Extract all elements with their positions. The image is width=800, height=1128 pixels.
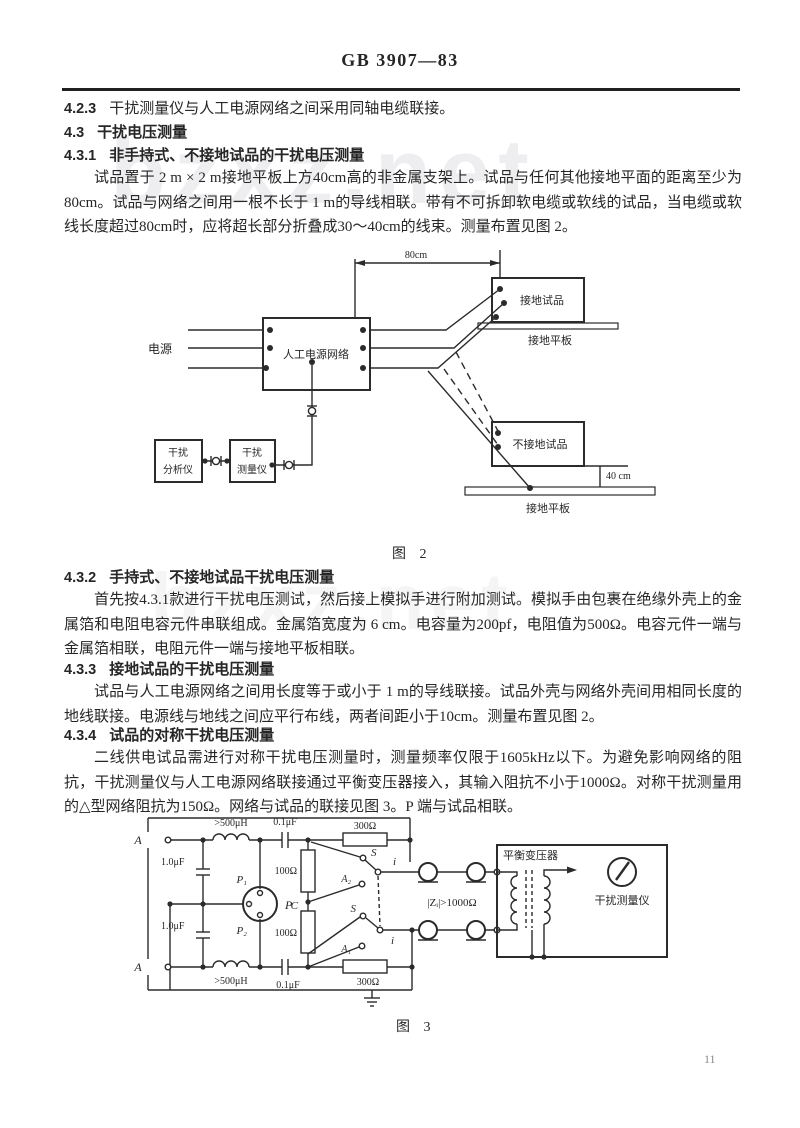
meter-label-line2: 测量仪 — [237, 463, 267, 476]
contact-A1-label: A₁ — [340, 944, 351, 955]
header-rule — [62, 88, 740, 91]
clause-4-3-1-heading: 4.3.1 非手持式、不接地试品的干扰电压测量 — [64, 144, 742, 169]
wires-to-grounded-item — [370, 286, 507, 369]
resistor-300-top-label: 300Ω — [354, 821, 376, 832]
power-source-lines: 电源 — [148, 329, 263, 369]
meter-instrument-label: 干扰测量仪 — [595, 893, 650, 907]
clause-4-3-1-body: 试品置于 2 m × 2 m接地平板上方40cm高的非金属支架上。试品与任何其他… — [64, 170, 742, 235]
clause-4-3-2-body: 首先按4.3.1款进行干扰电压测试，然后接上模拟手进行附加测试。模拟手由包裹在绝… — [64, 592, 742, 657]
plug-P: P₁ P₂ P — [235, 840, 293, 967]
meter-label-line1: 干扰 — [242, 446, 262, 459]
standard-number: GB 3907—83 — [341, 50, 459, 70]
wires-to-ungrounded-item — [427, 351, 533, 491]
clause-4-3-3-body: 试品与人工电源网络之间用长度等于或小于 1 m的导线联接。试品外壳与网络外壳间用… — [64, 684, 742, 725]
clause-text: 干扰测量仪与人工电源网络之间采用同轴电缆联接。 — [109, 101, 455, 117]
pin-P1-label: P₁ — [235, 874, 247, 886]
current-i-top-label: i — [393, 856, 396, 868]
coax-link-analyzer-meter — [202, 456, 230, 466]
clause-4-3-heading: 4.3 干扰电压测量 — [64, 121, 742, 146]
transformer-label: 平衡变压器 — [503, 848, 558, 862]
resistor-300-bottom-label: 300Ω — [357, 977, 379, 988]
inductor-top-label: >500μH — [214, 818, 247, 829]
figure-2-caption: 图 2 — [392, 547, 432, 562]
figure-3-diagram: A >500μH 0.1μF 300Ω 1.0μF — [133, 817, 668, 1007]
clause-4-2-3: 4.2.3 干扰测量仪与人工电源网络之间采用同轴电缆联接。 — [64, 97, 742, 122]
dimension-40cm: 40 cm — [584, 465, 631, 487]
figure-3-caption: 图 3 — [396, 1020, 436, 1035]
figure-2-diagram: 80cm 电源 人工电源网络 — [148, 250, 656, 515]
dimension-80cm-label: 80cm — [405, 250, 427, 261]
capacitor-10-top-label: 1.0μF — [161, 857, 185, 868]
network-frame — [147, 817, 412, 1007]
capacitor-01-bottom-label: 0.1μF — [276, 980, 300, 991]
center-divider: 100Ω C 100Ω — [275, 840, 316, 967]
coax-connector-icon — [210, 456, 222, 466]
top-line-branch: A >500μH 0.1μF 300Ω — [133, 817, 413, 848]
node-C-label: C — [291, 900, 299, 912]
analyzer-label-line2: 分析仪 — [163, 463, 193, 476]
dimension-40cm-label: 40 cm — [606, 471, 631, 482]
selector-switches: S A₂ S A₁ — [307, 841, 384, 968]
clause-number: 4.2.3 — [64, 101, 97, 117]
coax-connector-icon — [283, 460, 295, 470]
bottom-line-branch: A >500μH 0.1μF 300Ω — [133, 927, 415, 991]
shunt-capacitors: 1.0μF 1.0μF — [161, 840, 243, 990]
resistor-100-top-label: 100Ω — [275, 866, 297, 877]
mains-network-box: 人工电源网络 — [262, 317, 371, 391]
pin-P2-label: P₂ — [235, 925, 247, 937]
mains-network-label: 人工电源网络 — [283, 347, 349, 361]
clause-title: 干扰电压测量 — [97, 124, 188, 141]
transformer-meter-box: 平衡变压器 干扰测量仪 — [496, 844, 668, 960]
output-leads: i i |Zᵢ|>1000Ω — [381, 856, 501, 947]
clause-4-3-3-heading: 4.3.3 接地试品的干扰电压测量 — [64, 658, 742, 683]
contact-A2-label: A₂ — [340, 874, 351, 885]
switch-S-top-label: S — [371, 847, 377, 859]
clause-4-3-2-heading: 4.3.2 手持式、不接地试品干扰电压测量 — [64, 566, 742, 591]
analyzer-box: 干扰 分析仪 — [154, 439, 203, 483]
grounded-item-label: 接地试品 — [520, 294, 564, 307]
clause-number: 4.3 — [64, 125, 85, 141]
clause-4-3-4-body: 二线供电试品需进行对称干扰电压测量时，测量频率仅限于1605kHz以下。为避免影… — [64, 750, 742, 815]
power-label: 电源 — [148, 342, 172, 356]
current-i-bottom-label: i — [391, 935, 394, 947]
switch-S-bottom-label: S — [351, 903, 357, 915]
meter-box: 干扰 测量仪 — [229, 439, 276, 483]
clause-title: 非手持式、不接地试品的干扰电压测量 — [109, 147, 365, 164]
grounded-item-box: 接地试品 接地平板 — [477, 277, 619, 347]
capacitor-10-bottom-label: 1.0μF — [161, 921, 185, 932]
coax-connector-icon — [307, 405, 317, 417]
ground-icon — [364, 990, 380, 1007]
clause-number: 4.3.3 — [64, 662, 97, 678]
inductor-bottom-label: >500μH — [214, 976, 247, 987]
ungrounded-item-label: 不接地试品 — [513, 438, 568, 451]
ground-plate-bottom-label: 接地平板 — [526, 501, 570, 515]
clause-title: 试品的对称干扰电压测量 — [109, 727, 275, 744]
clause-title: 接地试品的干扰电压测量 — [109, 661, 275, 678]
clause-number: 4.3.1 — [64, 148, 97, 164]
ground-plate-bottom: 接地平板 — [464, 486, 656, 515]
resistor-100-bottom-label: 100Ω — [275, 928, 297, 939]
terminal-A-top-label: A — [133, 833, 142, 847]
analyzer-label-line1: 干扰 — [168, 446, 188, 459]
ungrounded-item-box: 不接地试品 — [491, 421, 585, 467]
meter-dial-icon — [607, 857, 637, 887]
impedance-label: |Zᵢ|>1000Ω — [427, 897, 476, 909]
coax-link-meter-network — [269, 362, 317, 470]
dimension-80cm: 80cm — [354, 250, 501, 318]
clause-title: 手持式、不接地试品干扰电压测量 — [109, 569, 335, 586]
clause-number: 4.3.4 — [64, 728, 97, 744]
clause-number: 4.3.2 — [64, 570, 97, 586]
terminal-A-bottom-label: A — [133, 960, 142, 974]
page-number: 11 — [704, 1052, 716, 1066]
clause-4-3-4-heading: 4.3.4 试品的对称干扰电压测量 — [64, 724, 742, 749]
plug-P-label: P — [284, 898, 293, 912]
ground-plate-top-label: 接地平板 — [528, 333, 572, 347]
capacitor-01-top-label: 0.1μF — [273, 817, 297, 828]
